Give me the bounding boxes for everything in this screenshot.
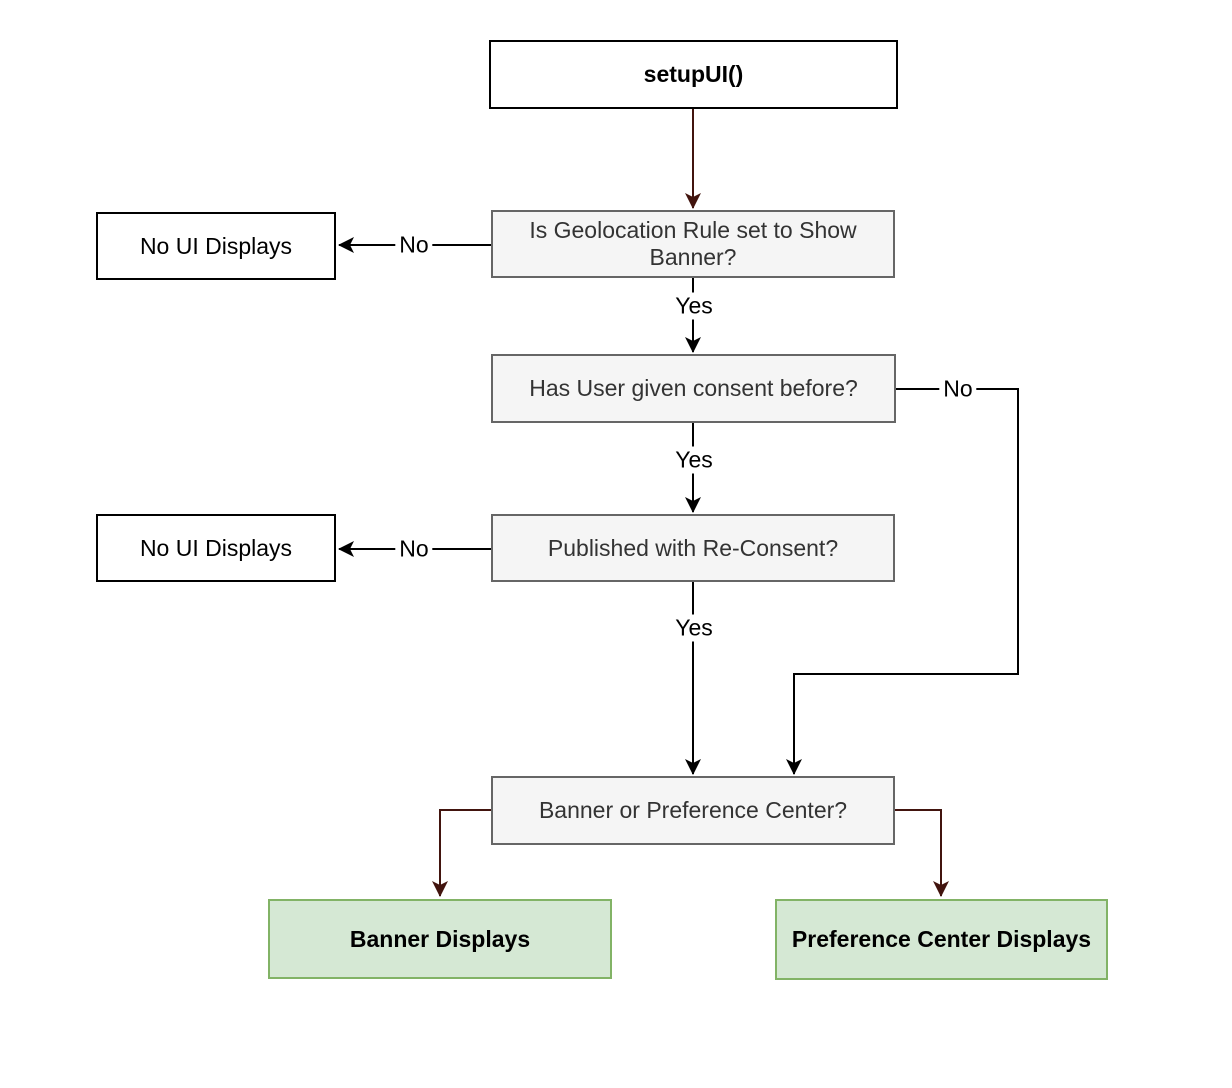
node-no-ui-displays-top: No UI Displays — [96, 212, 336, 280]
node-geo-rule-question: Is Geolocation Rule set to Show Banner? — [491, 210, 895, 278]
node-preference-center-displays: Preference Center Displays — [775, 899, 1108, 980]
node-no-ui-displays-bottom: No UI Displays — [96, 514, 336, 582]
edge-banner-or-pc-to-pc-displays — [895, 809, 949, 897]
edge-label-consent-yes: Yes — [671, 446, 717, 474]
node-consent-question: Has User given consent before? — [491, 354, 896, 423]
edge-consent-no-to-banner-or-pc — [786, 388, 1019, 775]
node-banner-or-pc-question: Banner or Preference Center? — [491, 776, 895, 845]
edge-label-geo-no: No — [395, 231, 433, 259]
node-setupui: setupUI() — [489, 40, 898, 109]
edge-label-consent-no: No — [939, 375, 977, 403]
edge-label-republish-yes: Yes — [671, 614, 717, 642]
node-banner-displays: Banner Displays — [268, 899, 612, 979]
edge-banner-or-pc-to-banner-displays — [432, 809, 491, 897]
edge-label-geo-yes: Yes — [671, 292, 717, 320]
node-reconsent-question: Published with Re-Consent? — [491, 514, 895, 582]
edge-label-republish-no: No — [395, 535, 433, 563]
